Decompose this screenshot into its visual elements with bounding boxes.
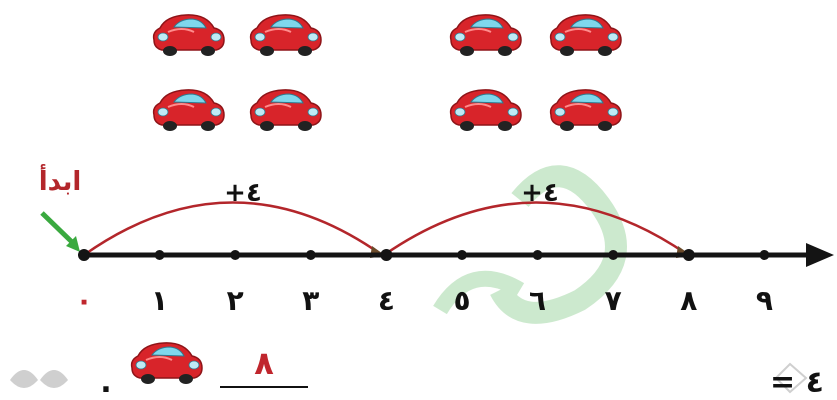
car-icon bbox=[549, 88, 622, 132]
tick-label: ٢ bbox=[227, 284, 244, 317]
tick-dot bbox=[457, 250, 467, 260]
car-icon bbox=[249, 13, 322, 57]
car-icon bbox=[549, 13, 622, 57]
car-group-left bbox=[152, 13, 322, 132]
diamond-icon bbox=[774, 362, 808, 394]
number-line-ticks: ٠ ١ ٢ ٣ ٤ ٥ ٦ ٧ ٨ ٩ bbox=[75, 249, 773, 317]
car-icon bbox=[449, 88, 522, 132]
tick-dot bbox=[608, 250, 619, 260]
jump-arc-1 bbox=[83, 201, 383, 257]
tick-label: ٨ bbox=[680, 284, 697, 317]
jump-arc-2 bbox=[383, 201, 689, 257]
tick-label: ٤ bbox=[378, 284, 395, 317]
end-mark: . bbox=[100, 365, 111, 400]
start-arrowhead-icon bbox=[66, 236, 80, 252]
answer-value: ٨ bbox=[254, 344, 274, 382]
tick-dot bbox=[380, 249, 393, 261]
car-icon bbox=[449, 13, 522, 57]
tick-label: ٣ bbox=[302, 284, 319, 317]
tick-dot bbox=[305, 250, 316, 260]
tick-label: ٠ bbox=[75, 284, 92, 317]
car-icon bbox=[130, 341, 203, 385]
answer-sentence: عَدَدُ كُلِّ السَّيّاراتِ ٢ × ٤ = ٨ . bbox=[10, 341, 837, 400]
car-icon bbox=[152, 13, 225, 57]
tick-label: ٧ bbox=[605, 284, 622, 317]
tick-label: ٥ bbox=[453, 284, 470, 317]
jump-label-2: ٤+ bbox=[521, 178, 559, 208]
tick-dot bbox=[759, 250, 770, 260]
tick-label: ٩ bbox=[756, 284, 773, 317]
tick-label: ١ bbox=[151, 284, 168, 317]
axis-arrowhead-icon bbox=[806, 243, 834, 267]
car-group-right bbox=[449, 13, 622, 132]
tick-dot bbox=[532, 250, 543, 260]
tick-dot bbox=[154, 250, 165, 260]
jump-label-1: ٤+ bbox=[224, 178, 262, 208]
faded-shape-icon bbox=[40, 370, 68, 388]
start-label: ابدأ bbox=[39, 164, 82, 197]
sentence-text: عَدَدُ كُلِّ السَّيّاراتِ ٢ × ٤ = bbox=[770, 360, 837, 400]
car-icon bbox=[249, 88, 322, 132]
tick-label: ٦ bbox=[529, 284, 546, 317]
car-icon bbox=[152, 88, 225, 132]
tick-dot bbox=[682, 249, 695, 261]
tick-dot bbox=[230, 250, 241, 260]
jump-arcs bbox=[83, 201, 689, 257]
faded-shape-icon bbox=[10, 370, 38, 388]
tick-dot bbox=[78, 249, 90, 261]
start-arrow-icon bbox=[40, 211, 76, 246]
